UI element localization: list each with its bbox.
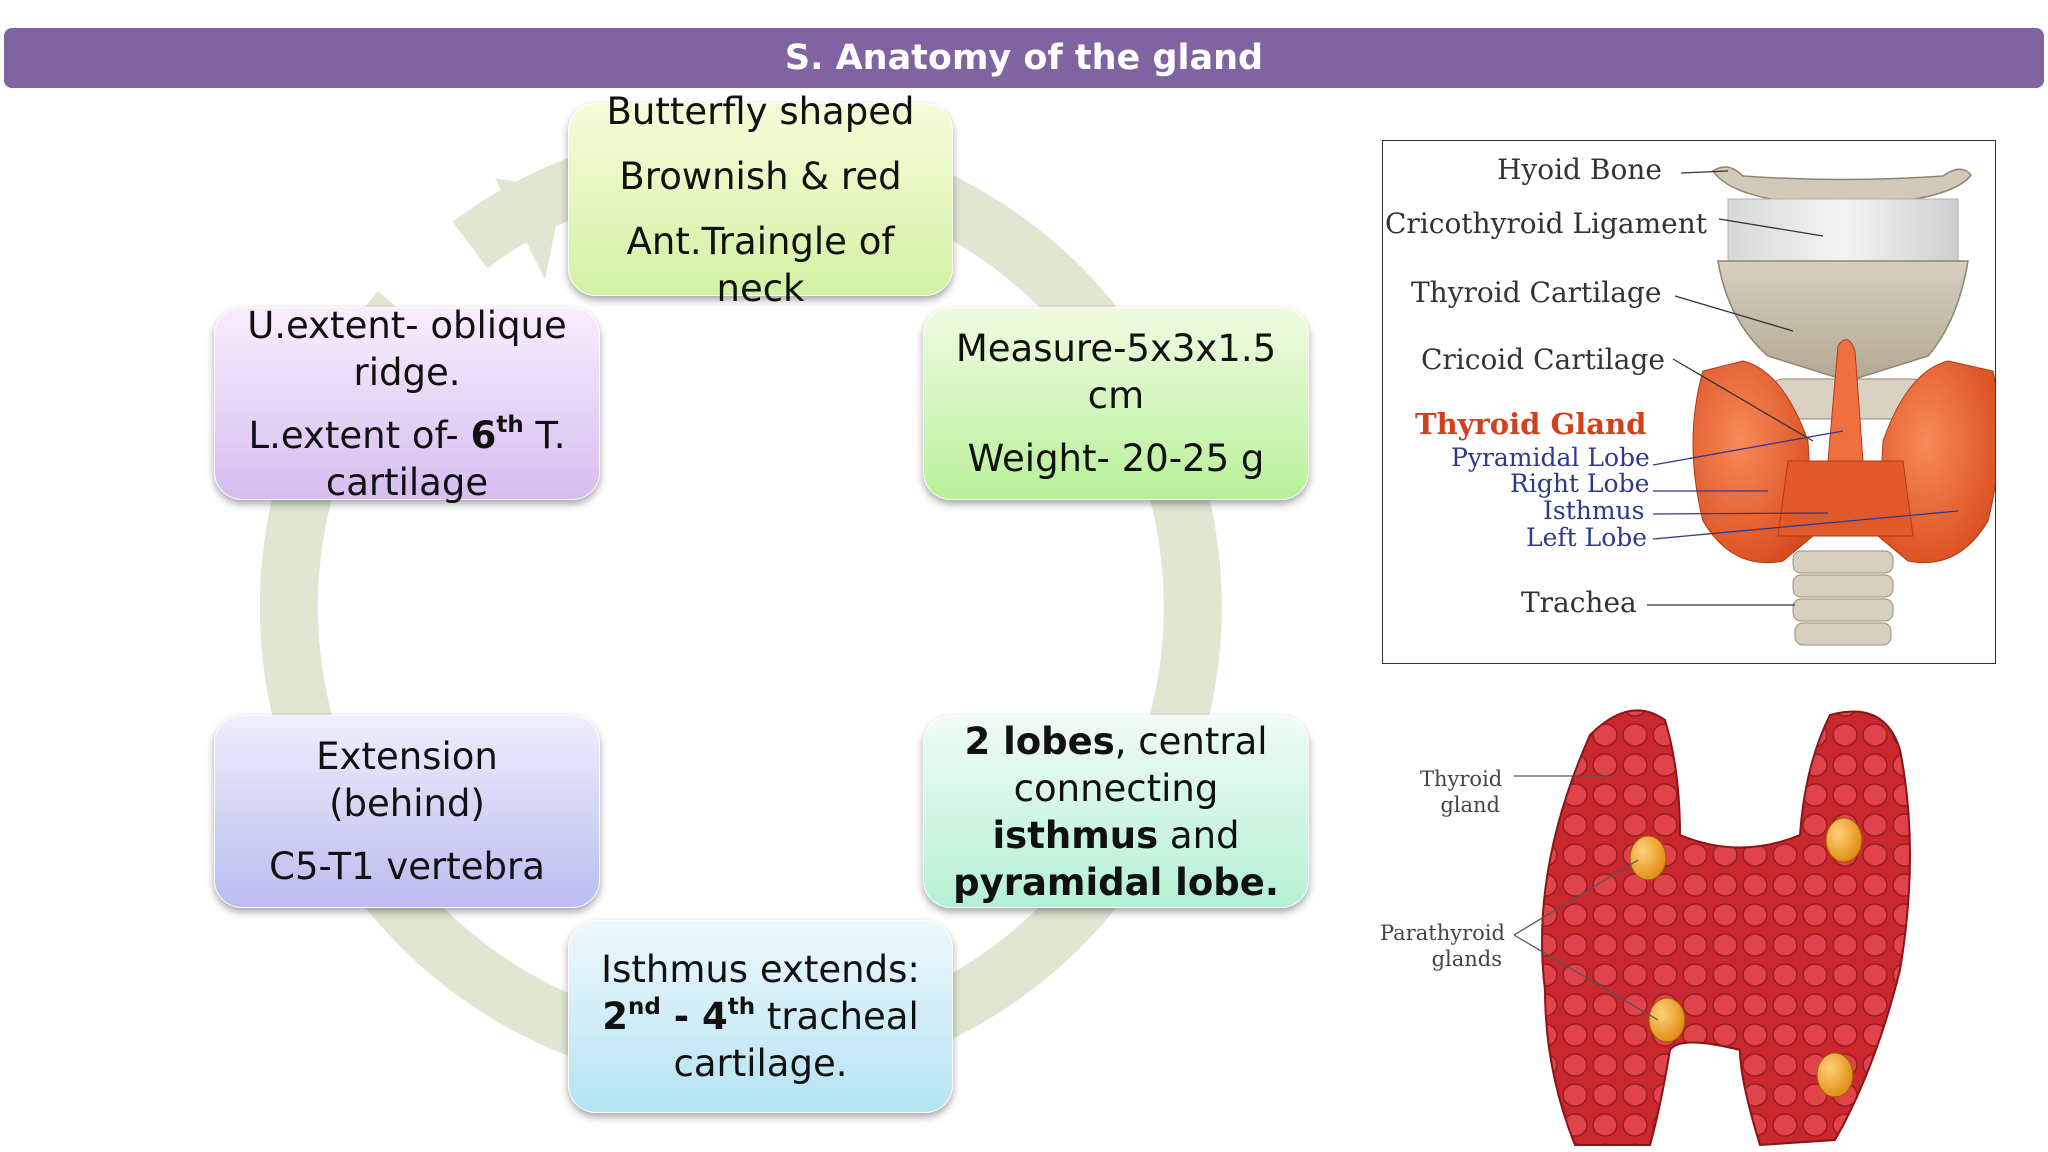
text-color: Brownish & red	[619, 154, 902, 198]
text-isthmus-extends: Isthmus extends:	[601, 948, 920, 991]
label-trachea: Trachea	[1521, 586, 1637, 619]
text-upper-extent: U.extent- oblique ridge.	[247, 303, 567, 394]
label-pyramidal-lobe: Pyramidal Lobe	[1451, 443, 1650, 472]
label-thyroid-gland: Thyroid Gland	[1415, 407, 1647, 441]
title-bar: S. Anatomy of the gland	[4, 28, 2044, 88]
text-butterfly: Butterfly shaped	[606, 89, 915, 133]
node-isthmus: Isthmus extends: 2nd - 4th tracheal cart…	[568, 920, 953, 1113]
thyroid-anatomy-illustration	[1647, 166, 1995, 646]
label-right-lobe: Right Lobe	[1510, 469, 1650, 498]
trachea-rings	[1792, 550, 1894, 646]
text-tracheal-cartilage: 2nd - 4th tracheal cartilage.	[602, 993, 919, 1085]
label-cricothyroid-ligament: Cricothyroid Ligament	[1385, 207, 1707, 240]
text-extension: Extension (behind)	[316, 735, 498, 825]
node-measure-weight: Measure-5x3x1.5 cm Weight- 20-25 g	[923, 307, 1309, 500]
label-thyroid-cartilage: Thyroid Cartilage	[1411, 276, 1662, 309]
node-shape-color-location: Butterfly shaped Brownish & red Ant.Trai…	[568, 90, 953, 310]
text-location: Ant.Traingle of neck	[626, 219, 895, 310]
label-cricoid-cartilage: Cricoid Cartilage	[1421, 343, 1665, 376]
text-measure: Measure-5x3x1.5 cm	[955, 327, 1277, 417]
node-lobes: 2 lobes, central connecting isthmus and …	[923, 715, 1309, 908]
thyroid-anatomy-figure: Hyoid Bone Cricothyroid Ligament Thyroid…	[1382, 140, 1996, 664]
text-lower-extent: L.extent of- 6th T. cartilage	[248, 412, 566, 504]
cycle-arrowhead	[495, 178, 563, 280]
text-vertebra: C5-T1 vertebra	[269, 845, 545, 888]
text-weight: Weight- 20-25 g	[967, 437, 1265, 480]
text-lobes: 2 lobes, central connecting isthmus and …	[953, 719, 1279, 904]
node-extension: Extension (behind) C5-T1 vertebra	[214, 715, 600, 908]
label-left-lobe: Left Lobe	[1526, 523, 1648, 552]
label-hyoid-bone: Hyoid Bone	[1497, 153, 1662, 186]
slide-title: S. Anatomy of the gland	[784, 38, 1264, 78]
posterior-thyroid-illustration	[1513, 709, 1911, 1147]
label-isthmus: Isthmus	[1543, 496, 1645, 525]
node-extent: U.extent- oblique ridge. L.extent of- 6t…	[214, 304, 600, 504]
